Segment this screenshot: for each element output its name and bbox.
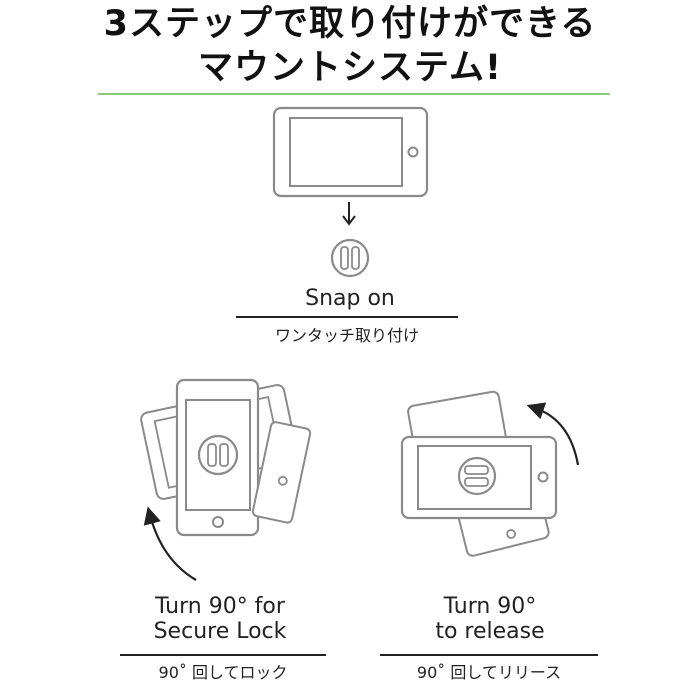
step1-caption-en: Snap on [305,286,395,311]
arrow-down-icon [342,202,356,226]
step3-rule [380,654,598,656]
step3-caption-en-line1: Turn 90° [443,594,537,619]
heading-line-2: マウントシステム! [198,48,502,88]
heading-line-1: 3ステップで取り付けができる [103,4,597,44]
step3-caption-en-line2: to release [435,619,545,644]
step2-caption-en-line2: Secure Lock [153,619,287,644]
landscape-phone-icon [272,106,429,198]
rotate-arrow-icon [526,402,580,466]
lock-phones-icon [140,378,312,537]
step2-caption-jp: 90˚ 回してロック [158,663,288,682]
step1-rule [236,316,458,318]
step3-caption-jp: 90˚ 回してリリース [416,663,562,682]
step2-caption-en-line1: Turn 90° for [155,594,285,619]
green-divider [98,93,610,95]
rotate-arrow-icon [143,506,197,581]
mount-knob-icon [330,238,370,278]
release-phones-icon [400,390,558,557]
step1-caption-jp: ワンタッチ取り付け [274,326,419,345]
step2-rule [120,654,326,656]
